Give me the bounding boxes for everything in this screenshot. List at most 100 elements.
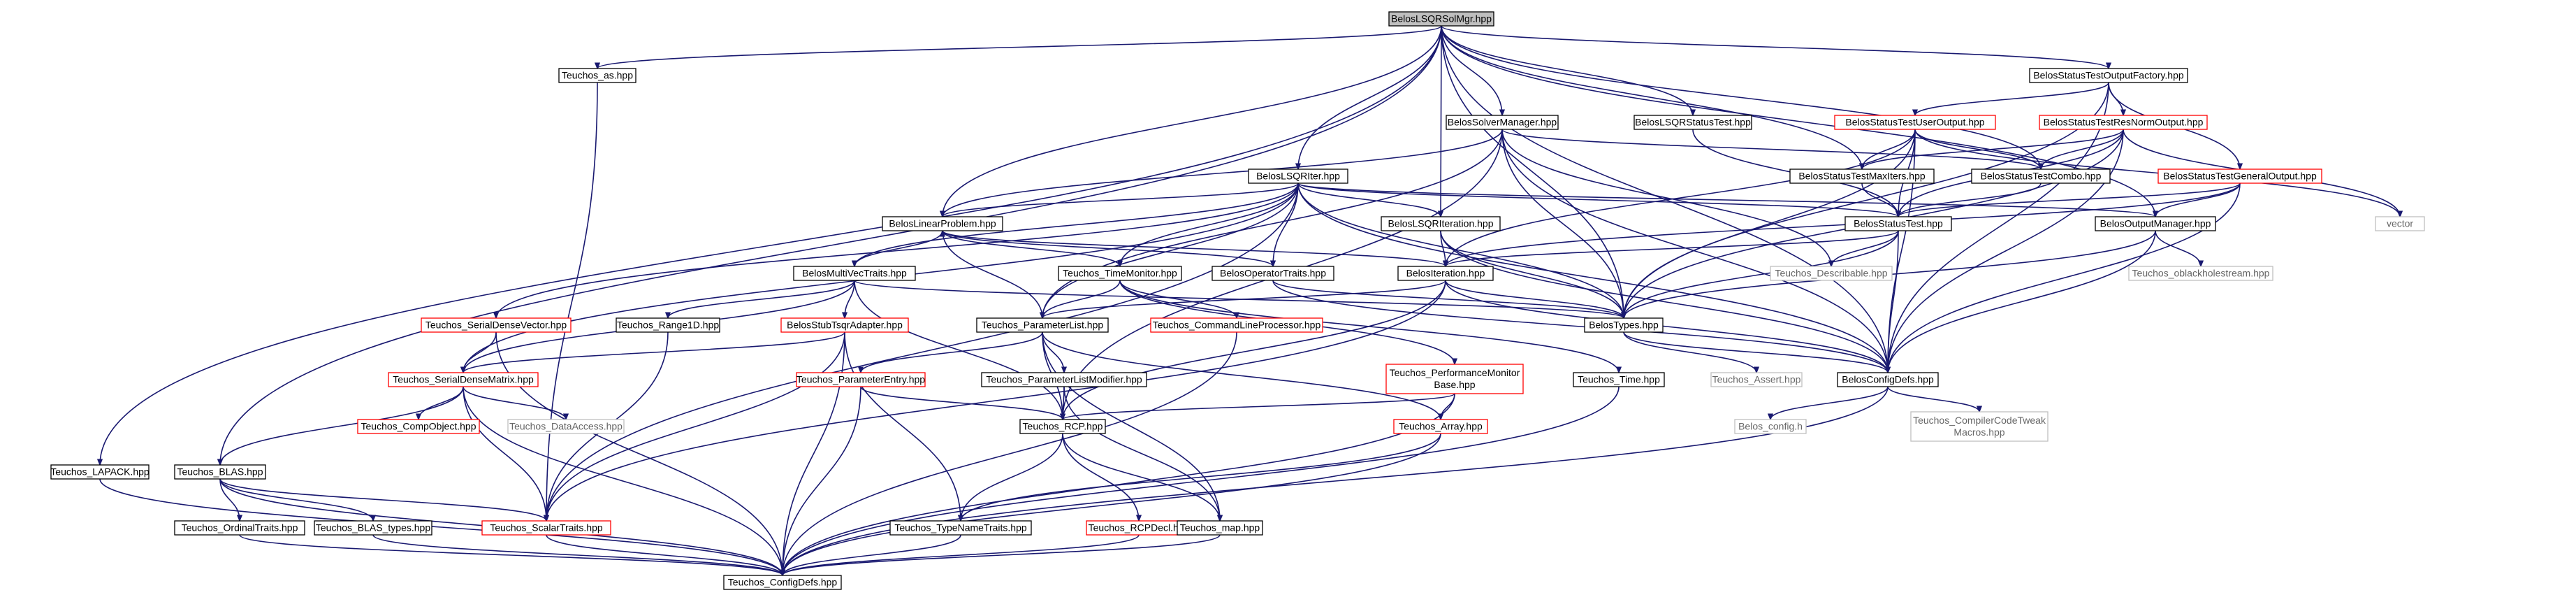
node-scalartraits[interactable]: Teuchos_ScalarTraits.hpp (481, 520, 611, 536)
node-label: vector (2387, 218, 2413, 229)
node-box (1834, 115, 1996, 130)
edge-root-to-lapack (100, 25, 1442, 465)
edge-factory-to-belosconfig (1888, 82, 2109, 373)
node-statustest[interactable]: BelosStatusTest.hpp (1844, 216, 1952, 231)
edge-statustest-to-belosconfig (1888, 230, 1899, 373)
node-typenametraits[interactable]: Teuchos_TypeNameTraits.hpp (889, 520, 1032, 536)
node-outputmgr[interactable]: BelosOutputManager.hpp (2095, 216, 2216, 231)
node-as[interactable]: Teuchos_as.hpp (558, 68, 636, 83)
edge-paramentry-to-rcp (860, 386, 1063, 420)
node-label: Teuchos_CommandLineProcessor.hpp (1153, 320, 1321, 331)
node-label: Teuchos_OrdinalTraits.hpp (182, 522, 298, 533)
node-box (1770, 266, 1893, 281)
node-factory[interactable]: BelosStatusTestOutputFactory.hpp (2029, 68, 2188, 83)
node-timemonitor[interactable]: Teuchos_TimeMonitor.hpp (1058, 266, 1182, 281)
node-label: Teuchos_Describable.hpp (1775, 268, 1887, 279)
node-time[interactable]: Teuchos_Time.hpp (1573, 372, 1665, 387)
node-blastypes[interactable]: Teuchos_BLAS_types.hpp (314, 520, 432, 536)
edge-rcpdecl-to-teuchosconfig (783, 534, 1140, 575)
edge-parameterlist-to-map (1042, 331, 1220, 521)
node-box (616, 317, 720, 333)
file-nodes: BelosLSQRSolMgr.hppTeuchos_as.hppTeuchos… (50, 11, 2425, 590)
node-label: Teuchos_ParameterListModifier.hpp (986, 374, 1142, 385)
node-label: BelosStatusTestUserOutput.hpp (1845, 117, 1984, 128)
node-label: Teuchos_ConfigDefs.hpp (728, 577, 838, 588)
node-box (1393, 419, 1488, 434)
node-lsqriteration[interactable]: BelosLSQRIteration.hpp (1381, 216, 1501, 231)
node-label: Teuchos_oblackholestream.hpp (2132, 268, 2270, 279)
node-combo[interactable]: BelosStatusTestCombo.hpp (1971, 169, 2111, 184)
node-label: Teuchos_as.hpp (562, 70, 633, 81)
edge-root-to-blas (220, 25, 1442, 465)
node-blas[interactable]: Teuchos_BLAS.hpp (174, 464, 266, 480)
edge-solvermgr-to-parameterlist (1042, 129, 1503, 318)
node-belostypes[interactable]: BelosTypes.hpp (1584, 317, 1664, 333)
edge-generaloutput-to-belosconfig (1888, 182, 2241, 373)
node-label: Teuchos_Assert.hpp (1712, 374, 1801, 385)
node-box (976, 317, 1109, 333)
edge-multivectraits-to-range1d (668, 280, 855, 318)
node-rcpdecl[interactable]: Teuchos_RCPDecl.hpp (1086, 520, 1192, 536)
edge-resnorm-to-maxiters (1862, 129, 2124, 169)
node-rcp[interactable]: Teuchos_RCP.hpp (1019, 419, 1106, 434)
edge-root-to-maxiters (1441, 25, 1862, 169)
node-serialdensematrix[interactable]: Teuchos_SerialDenseMatrix.hpp (388, 372, 539, 387)
edge-iteration-to-rcp (1063, 280, 1446, 420)
node-lsqriter[interactable]: BelosLSQRIter.hpp (1248, 169, 1348, 184)
edge-rcp-to-typenametraits (961, 433, 1063, 521)
node-solvermgr[interactable]: BelosSolverManager.hpp (1446, 115, 1559, 130)
node-maxiters[interactable]: BelosStatusTestMaxIters.hpp (1789, 169, 1935, 184)
node-box (1397, 266, 1494, 281)
node-label: Teuchos_ParameterEntry.hpp (796, 374, 925, 385)
edge-root-to-lsqriter (1298, 25, 1442, 169)
node-paramentry[interactable]: Teuchos_ParameterEntry.hpp (796, 372, 926, 387)
node-linearproblem[interactable]: BelosLinearProblem.hpp (882, 216, 1003, 231)
node-box (1381, 216, 1501, 231)
node-parameterlist[interactable]: Teuchos_ParameterList.hpp (976, 317, 1109, 333)
node-range1d[interactable]: Teuchos_Range1D.hpp (616, 317, 720, 333)
edge-belosconfig-to-teuchosconfig (783, 386, 1889, 575)
edge-root-to-as (597, 25, 1442, 69)
node-generaloutput[interactable]: BelosStatusTestGeneralOutput.hpp (2157, 169, 2322, 184)
edge-serialdensematrix-to-scalartraits (463, 386, 546, 521)
node-box (1734, 419, 1807, 434)
node-oblackhole: Teuchos_oblackholestream.hpp (2128, 266, 2273, 281)
node-resnorm[interactable]: BelosStatusTestResNormOutput.hpp (2039, 115, 2208, 130)
edge-iteration-to-belostypes (1445, 280, 1624, 318)
node-box (1710, 372, 1803, 387)
node-lapack[interactable]: Teuchos_LAPACK.hpp (50, 464, 150, 480)
node-label: BelosLSQRIter.hpp (1256, 171, 1340, 182)
node-label: Teuchos_ParameterList.hpp (982, 320, 1104, 331)
node-box (1584, 317, 1664, 333)
edge-lsqriter-to-statustest (1297, 182, 1898, 217)
edge-parameterlist-to-array (1042, 331, 1441, 420)
edge-typenametraits-to-teuchosconfig (783, 534, 961, 575)
edge-linearproblem-to-operatortraits (942, 230, 1273, 267)
node-lsqrstatus[interactable]: BelosLSQRStatusTest.hpp (1633, 115, 1752, 130)
node-serialdensevector[interactable]: Teuchos_SerialDenseVector.hpp (421, 317, 572, 333)
node-belosconfig[interactable]: BelosConfigDefs.hpp (1837, 372, 1939, 387)
node-map[interactable]: Teuchos_map.hpp (1177, 520, 1263, 536)
node-box (1211, 266, 1334, 281)
node-box (889, 520, 1032, 536)
node-cmdline[interactable]: Teuchos_CommandLineProcessor.hpp (1150, 317, 1323, 333)
edge-linearproblem-to-parameterlist (942, 230, 1042, 318)
node-ordinaltraits[interactable]: Teuchos_OrdinalTraits.hpp (174, 520, 305, 536)
node-compobject[interactable]: Teuchos_CompObject.hpp (357, 419, 480, 434)
node-root[interactable]: BelosLSQRSolMgr.hpp (1388, 11, 1494, 27)
node-operatortraits[interactable]: BelosOperatorTraits.hpp (1211, 266, 1334, 281)
edge-lsqriteration-to-belostypes (1440, 230, 1624, 318)
node-array[interactable]: Teuchos_Array.hpp (1393, 419, 1488, 434)
node-useroutput[interactable]: BelosStatusTestUserOutput.hpp (1834, 115, 1996, 130)
edge-generaloutput-to-iteration (1446, 182, 2241, 266)
node-parammodifier[interactable]: Teuchos_ParameterListModifier.hpp (981, 372, 1147, 387)
node-iteration[interactable]: BelosIteration.hpp (1397, 266, 1494, 281)
node-multivectraits[interactable]: BelosMultiVecTraits.hpp (793, 266, 916, 281)
node-teuchosconfig[interactable]: Teuchos_ConfigDefs.hpp (723, 575, 842, 590)
edge-lsqriter-to-parameterlist (1042, 182, 1299, 318)
node-stubtsqr[interactable]: BelosStubTsqrAdapter.hpp (780, 317, 909, 333)
node-label: Teuchos_BLAS.hpp (177, 466, 263, 478)
